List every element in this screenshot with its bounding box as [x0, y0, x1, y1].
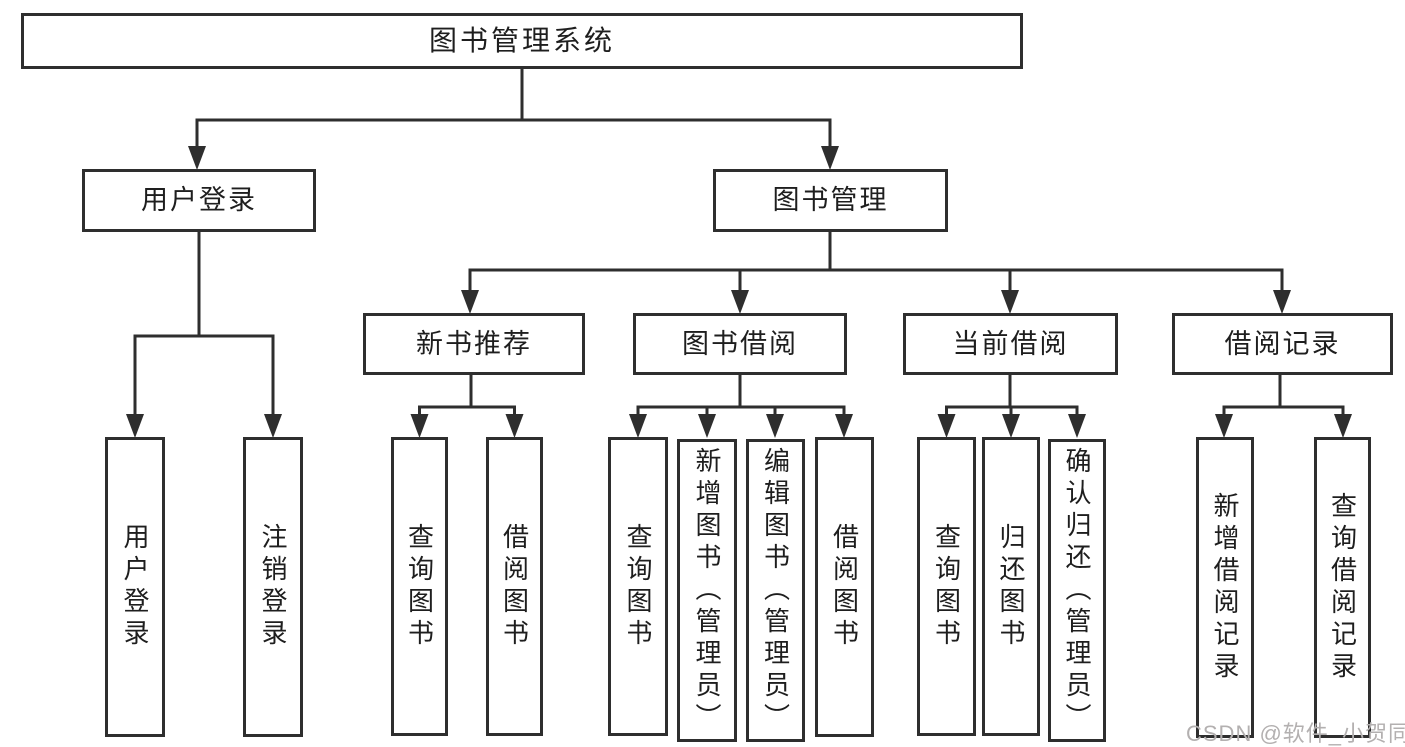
node-label: 借阅图书 — [499, 522, 530, 651]
leaf-user-login: 用户登录 — [105, 437, 165, 737]
leaf-logout: 注销登录 — [243, 437, 303, 737]
csdn-watermark: CSDN @软件_小贺同学 — [1186, 721, 1405, 746]
leaf-return-books: 归还图书 — [982, 437, 1040, 736]
node-label: 图书借阅 — [682, 328, 798, 359]
connector-borrowing-records-to-leaves — [1215, 372, 1352, 438]
node-label: 查询图书 — [623, 522, 653, 651]
connector-user-login-to-leaves — [126, 231, 282, 438]
node-label: 新增图书（管理员） — [692, 446, 722, 735]
node-label: 查询借阅记录 — [1327, 491, 1358, 684]
node-current-borrowing: 当前借阅 — [903, 313, 1118, 375]
leaf-query-books-1: 查询图书 — [391, 437, 448, 736]
leaf-edit-books-admin: 编辑图书（管理员） — [746, 439, 805, 742]
node-library-management-system: 图书管理系统 — [21, 13, 1023, 69]
leaf-add-books-admin: 新增图书（管理员） — [677, 439, 737, 742]
node-label: 用户登录 — [141, 185, 257, 215]
leaf-confirm-return-admin: 确认归还（管理员） — [1048, 439, 1106, 742]
node-label: 借阅图书 — [829, 523, 860, 651]
node-label: 编辑图书（管理员） — [760, 446, 791, 735]
node-book-management-branch: 图书管理 — [713, 169, 948, 232]
node-borrowing-records: 借阅记录 — [1172, 313, 1393, 375]
connector-new-book-to-leaves — [410, 374, 524, 438]
connector-book-management-to-level3 — [461, 231, 1291, 314]
node-label: 新书推荐 — [416, 328, 532, 359]
node-label: 查询图书 — [931, 522, 962, 651]
node-user-login-branch: 用户登录 — [82, 169, 316, 232]
connector-current-borrowing-to-leaves — [937, 374, 1086, 438]
leaf-borrow-books-1: 借阅图书 — [486, 437, 543, 736]
leaf-query-borrow-record: 查询借阅记录 — [1314, 437, 1371, 738]
node-label: 归还图书 — [996, 522, 1026, 651]
connector-book-borrowing-to-leaves — [629, 374, 853, 438]
node-new-book-recommendation: 新书推荐 — [363, 313, 585, 375]
node-label: 注销登录 — [258, 523, 288, 651]
connector-root-to-level2 — [188, 68, 839, 170]
node-label: 图书管理系统 — [428, 25, 615, 56]
leaf-query-books-3: 查询图书 — [917, 437, 976, 736]
node-label: 用户登录 — [120, 523, 150, 651]
node-label: 查询图书 — [404, 522, 435, 651]
leaf-borrow-books-2: 借阅图书 — [815, 437, 874, 737]
leaf-add-borrow-record: 新增借阅记录 — [1196, 437, 1254, 738]
node-book-borrowing: 图书借阅 — [633, 313, 847, 375]
node-label: 借阅记录 — [1224, 328, 1341, 359]
node-label: 图书管理 — [772, 185, 889, 215]
leaf-query-books-2: 查询图书 — [608, 437, 668, 736]
node-label: 当前借阅 — [952, 328, 1069, 359]
node-label: 新增借阅记录 — [1210, 491, 1240, 684]
node-label: 确认归还（管理员） — [1062, 446, 1092, 735]
